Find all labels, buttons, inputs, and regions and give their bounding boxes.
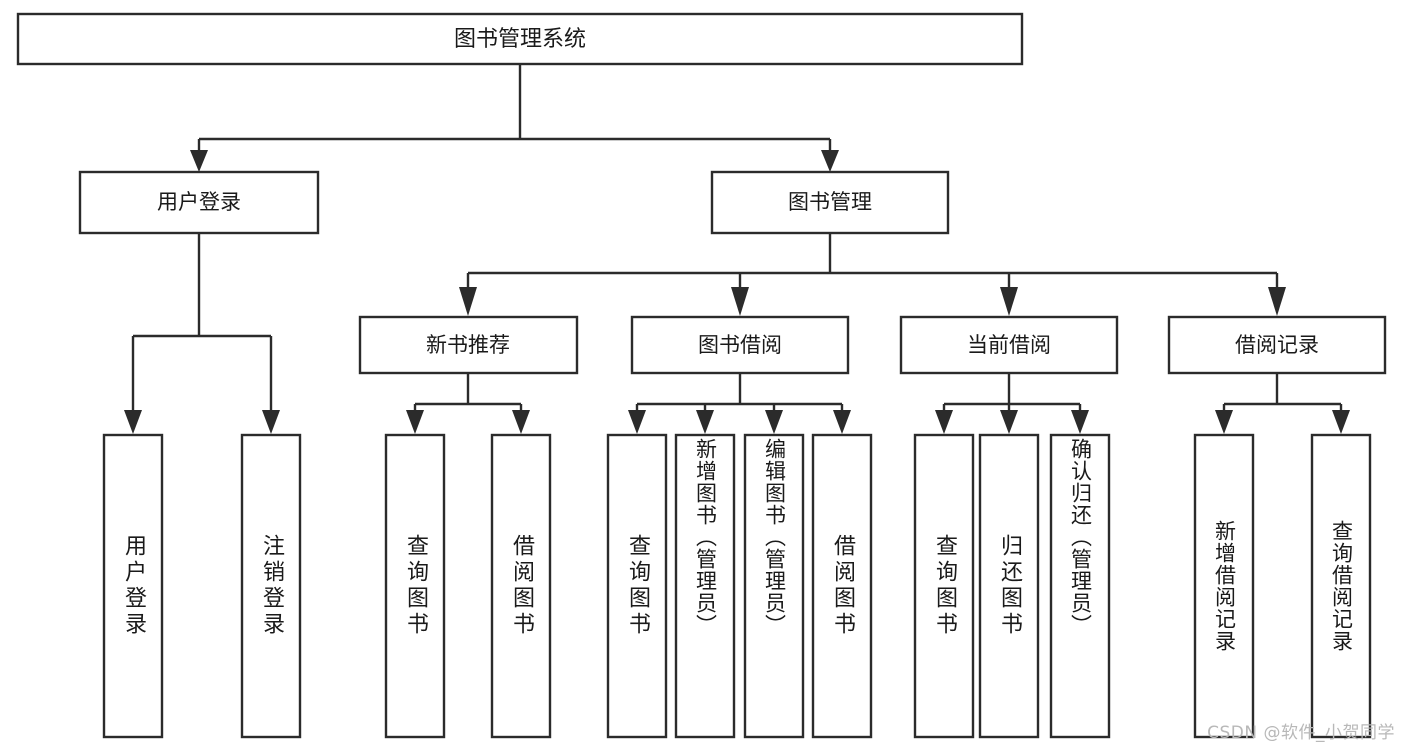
arrow-head-icon	[1000, 410, 1018, 434]
arrow-head-icon	[628, 410, 646, 434]
node-leaf-add-book[interactable]	[674, 433, 736, 739]
arrow-head-icon	[833, 410, 851, 434]
node-leaf-query-record[interactable]	[1310, 433, 1372, 739]
arrow-head-icon	[512, 410, 530, 434]
arrow-head-icon	[765, 410, 783, 434]
connectors-layer	[124, 64, 1350, 434]
node-leaf-add-record[interactable]	[1193, 433, 1255, 739]
arrow-head-icon	[406, 410, 424, 434]
csdn-watermark: CSDN @软件_小贺同学	[1207, 723, 1395, 743]
arrow-head-icon	[935, 410, 953, 434]
node-root-label: 图书管理系统	[454, 27, 586, 52]
arrow-head-icon	[731, 287, 749, 316]
node-borrow-label: 图书借阅	[698, 333, 782, 357]
node-leaf-borrow-book-2[interactable]	[811, 433, 873, 739]
node-leaf-return-book[interactable]	[978, 433, 1040, 739]
arrow-head-icon	[696, 410, 714, 434]
node-login-label: 用户登录	[157, 190, 241, 214]
node-borrow[interactable]	[630, 315, 850, 375]
arrow-head-icon	[821, 150, 839, 172]
node-leaf-query-book-2[interactable]	[606, 433, 668, 739]
arrow-head-icon	[1071, 410, 1089, 434]
node-leaf-borrow-book-1[interactable]	[490, 433, 552, 739]
node-leaf-user-logout[interactable]	[240, 433, 302, 739]
node-current[interactable]	[899, 315, 1119, 375]
arrow-head-icon	[1000, 287, 1018, 316]
arrow-head-icon	[190, 150, 208, 172]
node-leaf-user-login[interactable]	[102, 433, 164, 739]
node-records-label: 借阅记录	[1235, 333, 1319, 357]
arrow-head-icon	[124, 410, 142, 434]
arrow-head-icon	[1332, 410, 1350, 434]
node-bookmgmt-label: 图书管理	[788, 190, 872, 214]
node-root[interactable]	[16, 12, 1024, 66]
node-bookmgmt[interactable]	[710, 170, 950, 235]
node-login[interactable]	[78, 170, 320, 235]
arrow-head-icon	[459, 287, 477, 316]
arrow-head-icon	[262, 410, 280, 434]
node-records[interactable]	[1167, 315, 1387, 375]
node-leaf-edit-book[interactable]	[743, 433, 805, 739]
node-leaf-query-book-1[interactable]	[384, 433, 446, 739]
node-leaf-confirm-return[interactable]	[1049, 433, 1111, 739]
node-newrec-label: 新书推荐	[426, 333, 510, 357]
node-current-label: 当前借阅	[967, 333, 1051, 357]
nodes-layer: 图书管理系统 用户登录 图书管理 新书推荐 图书借阅 当前借阅 借阅记录	[16, 12, 1387, 739]
node-leaf-query-book-3[interactable]	[913, 433, 975, 739]
arrow-head-icon	[1268, 287, 1286, 316]
node-newrec[interactable]	[358, 315, 579, 375]
arrow-head-icon	[1215, 410, 1233, 434]
